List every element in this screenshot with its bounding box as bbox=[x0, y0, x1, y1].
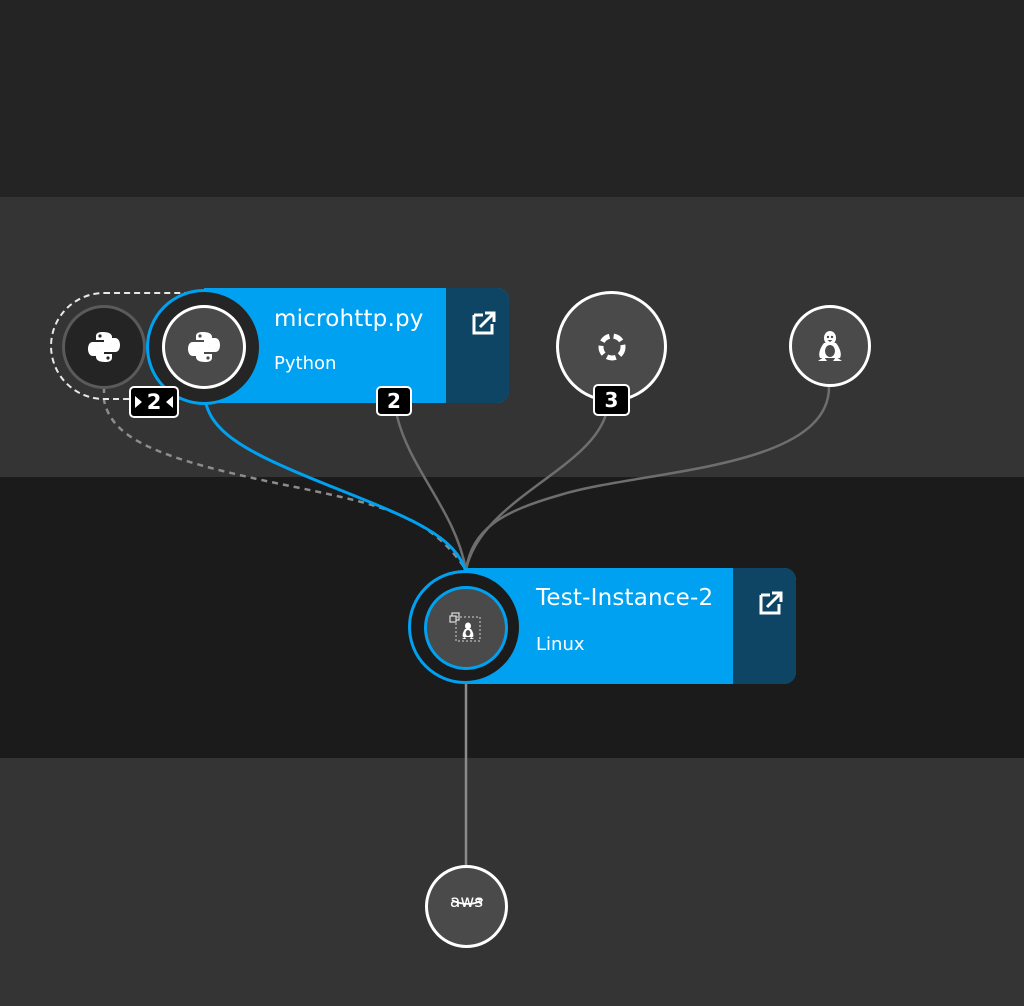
process-name: microhttp.py bbox=[274, 306, 424, 332]
python-group-count-badge[interactable]: 2 bbox=[129, 386, 179, 418]
host-name: Test-Instance-2 bbox=[536, 585, 714, 611]
process-group-icon bbox=[598, 333, 625, 360]
aws-label: aws bbox=[449, 892, 484, 912]
python-icon bbox=[88, 332, 120, 362]
expand-right-arrow-icon bbox=[166, 396, 173, 408]
python-process-node[interactable] bbox=[162, 305, 246, 389]
python-group-node[interactable] bbox=[62, 305, 146, 389]
host-os: Linux bbox=[536, 634, 585, 655]
edge-selected-process-host bbox=[202, 387, 468, 573]
external-link-icon bbox=[472, 311, 496, 335]
python-icon bbox=[188, 332, 220, 362]
linux-process-node[interactable] bbox=[789, 305, 871, 387]
background-top bbox=[0, 0, 1024, 197]
datacenter-layer bbox=[0, 758, 1024, 1006]
process-group-node[interactable] bbox=[556, 291, 667, 402]
external-link-icon bbox=[759, 591, 783, 615]
aws-node[interactable]: aws bbox=[425, 865, 508, 948]
host-node[interactable] bbox=[424, 586, 508, 670]
process-group-count-badge[interactable]: 3 bbox=[593, 384, 630, 416]
open-host-button[interactable] bbox=[733, 568, 796, 684]
linux-tux-icon bbox=[818, 331, 842, 361]
host-instance-icon bbox=[449, 612, 481, 642]
edge-linux-host bbox=[464, 386, 831, 571]
python-group-count: 2 bbox=[146, 390, 162, 414]
expand-left-arrow-icon bbox=[135, 396, 142, 408]
open-process-button[interactable] bbox=[446, 288, 509, 403]
hidden-node-count-badge[interactable]: 2 bbox=[376, 386, 412, 416]
process-technology: Python bbox=[274, 353, 337, 374]
edge-hidden-host bbox=[395, 415, 468, 571]
aws-icon: aws bbox=[428, 892, 505, 911]
edge-process-group-host bbox=[464, 413, 608, 571]
